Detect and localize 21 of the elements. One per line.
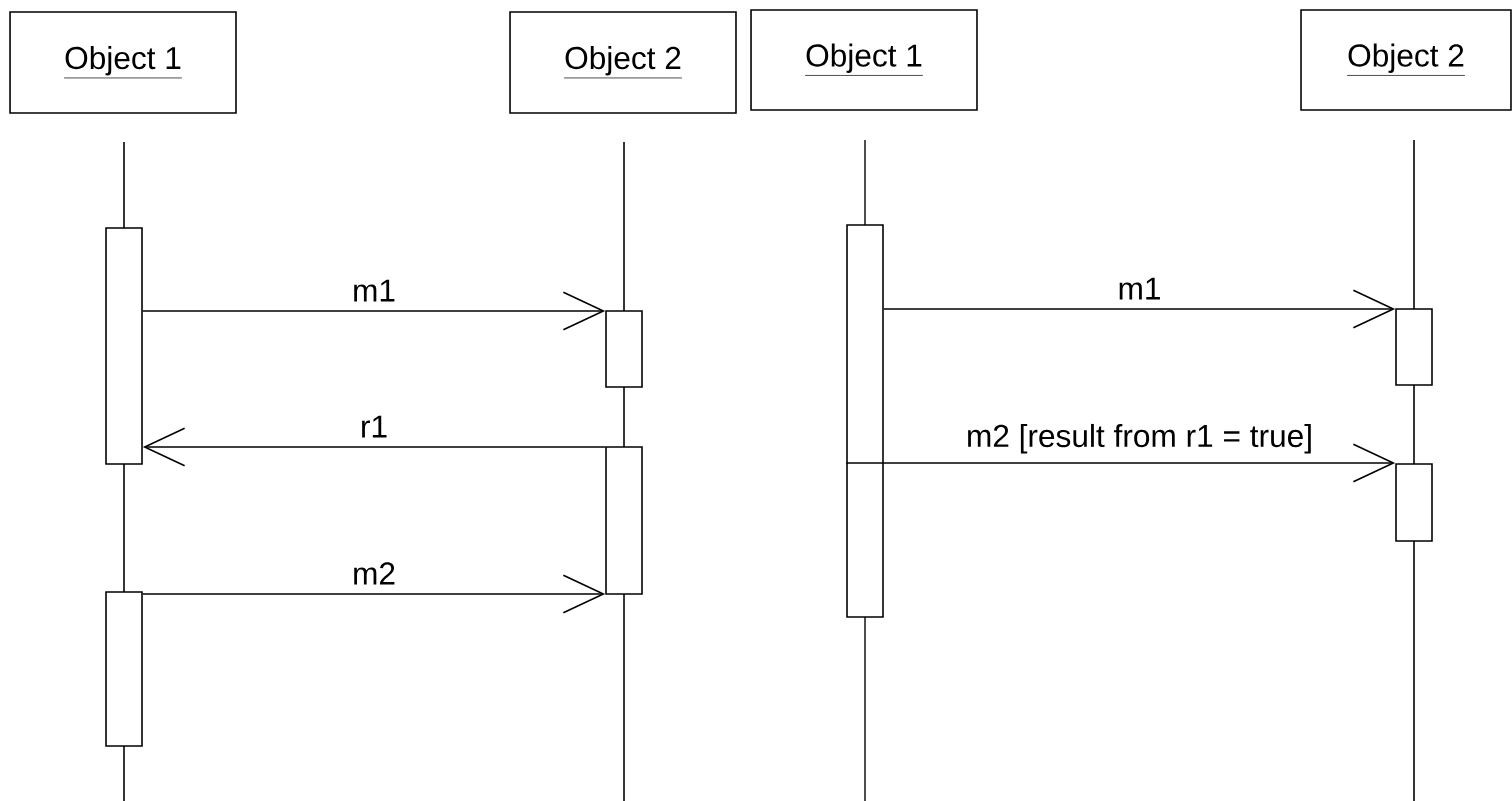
activation-bar	[1395, 308, 1433, 386]
activation-bar	[605, 446, 643, 595]
message-arrow	[142, 427, 606, 467]
object-box: Object 1	[9, 11, 237, 114]
message-label: m2 [result from r1 = true]	[964, 422, 1315, 456]
object-box: Object 1	[750, 9, 978, 111]
object-box: Object 2	[509, 11, 737, 114]
message-arrow	[142, 291, 606, 331]
activation-bar	[605, 310, 643, 388]
message-label: r1	[358, 413, 390, 440]
message-label: m2	[350, 560, 398, 587]
message-label: m1	[350, 277, 398, 304]
message-arrow	[845, 443, 1396, 483]
activation-bar	[846, 224, 884, 618]
activation-bar	[105, 591, 143, 747]
message-label: m1	[1115, 275, 1164, 302]
object-box: Object 2	[1300, 9, 1512, 111]
activation-bar	[105, 227, 143, 465]
message-arrow	[883, 289, 1396, 329]
activation-bar	[1395, 463, 1433, 542]
message-arrow	[142, 574, 606, 614]
